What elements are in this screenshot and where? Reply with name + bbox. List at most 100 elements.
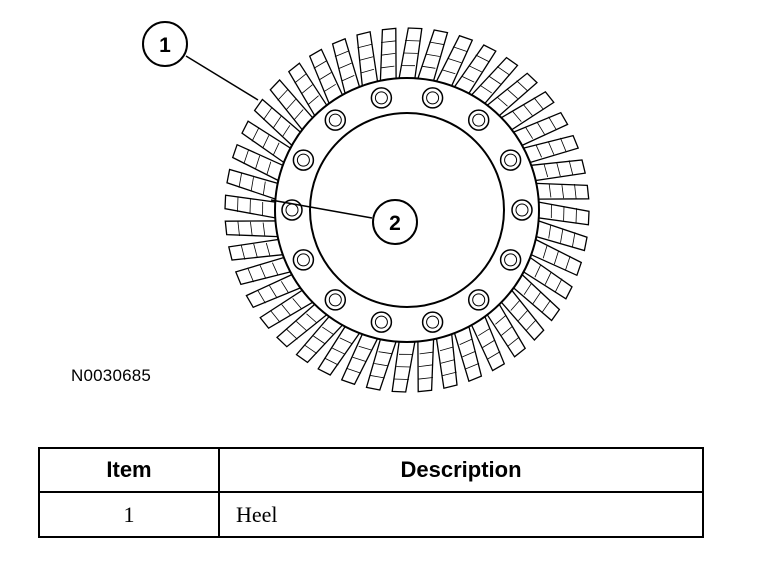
gear-tooth-hatch (541, 299, 551, 314)
legend-header-row: Item Description (38, 447, 704, 493)
gear-tooth-hatch (282, 125, 291, 137)
gear-tooth-hatch (442, 69, 456, 75)
gear-tooth-hatch (237, 220, 240, 237)
gear-tooth-hatch (262, 181, 266, 195)
bolt-hole-inner (472, 113, 486, 127)
gear-tooth-hatch (501, 325, 513, 336)
bolt-hole (421, 87, 444, 109)
gear-tooth-hatch (285, 328, 298, 340)
gear-tooth-hatch (296, 321, 308, 332)
gear-tooth-hatch (478, 328, 490, 337)
gear-tooth-hatch (243, 149, 250, 165)
gear-tooth-hatch (272, 262, 279, 275)
row-description: Heel (218, 491, 704, 538)
gear-tooth-hatch (240, 244, 246, 260)
gear-tooth-hatch (561, 183, 564, 199)
gear-tooth-hatch (369, 374, 385, 379)
bolt-hole (421, 311, 444, 333)
gear-tooth-hatch (255, 155, 261, 170)
gear-tooth (530, 159, 587, 182)
bolt-hole-inner (515, 203, 529, 217)
gear-tooth-hatch (534, 265, 541, 278)
gear-tooth-hatch (452, 46, 468, 53)
gear-tooth-hatch (334, 50, 350, 57)
callout-1: 1 (142, 21, 188, 67)
gear-tooth-hatch (564, 255, 571, 271)
bolt-hole-inner (374, 91, 388, 105)
gear-tooth-hatch (285, 99, 296, 111)
gear-teeth (224, 27, 590, 393)
gear-tooth-hatch (419, 351, 433, 355)
bolt-hole-inner (296, 153, 310, 167)
gear-tooth-hatch (522, 104, 533, 116)
header-item: Item (38, 447, 220, 493)
gear-tooth-hatch (294, 73, 307, 84)
gear-tooth-hatch (507, 336, 520, 347)
gear-tooth-hatch (361, 68, 375, 74)
gear-tooth-hatch (548, 184, 552, 198)
gear-tooth-hatch (417, 377, 434, 380)
gear-tooth-hatch (306, 313, 317, 323)
gear-tooth-hatch (512, 111, 522, 122)
gear-tooth-hatch (571, 232, 576, 248)
gear-tooth-hatch (263, 106, 273, 121)
gear-tooth-hatch (480, 85, 492, 94)
gear-tooth-hatch (265, 242, 271, 256)
gear-tooth-hatch (525, 319, 537, 332)
bolt-hole (467, 109, 490, 131)
gear-tooth-hatch (560, 137, 567, 153)
gear-tooth-hatch (544, 271, 552, 285)
bolt-hole (499, 149, 522, 171)
gear-tooth-hatch (303, 344, 318, 354)
callout-1-leader (185, 55, 259, 101)
gear-tooth-hatch (262, 222, 266, 236)
gear-tooth-hatch (536, 121, 545, 135)
gear-tooth-hatch (462, 76, 475, 83)
gear-tooth (435, 333, 458, 390)
gear-tooth-hatch (250, 177, 254, 192)
gear-tooth-hatch (272, 116, 282, 129)
bolt-hole (499, 249, 522, 271)
gear-tooth-hatch (322, 326, 334, 335)
gear-tooth-hatch (543, 164, 549, 178)
gear-tooth-hatch (506, 88, 518, 99)
gear-tooth-hatch (277, 88, 289, 101)
gear-tooth-hatch (547, 141, 555, 155)
gear-tooth-hatch (259, 265, 267, 279)
bolt-holes (281, 87, 533, 333)
gear-tooth-hatch (270, 310, 281, 323)
gear-tooth-hatch (525, 127, 534, 139)
gear-tooth-hatch (251, 127, 260, 142)
bolt-hole (370, 311, 393, 333)
bolt-hole (292, 249, 315, 271)
callout-2-number: 2 (389, 212, 401, 235)
bolt-hole-inner (426, 315, 440, 329)
gear-tooth-hatch (495, 315, 506, 325)
gear-tooth-hatch (510, 300, 520, 311)
legend-table: Item Description 1 Heel (38, 447, 704, 538)
gear-tooth-hatch (574, 183, 577, 200)
gear-tooth-hatch (374, 363, 389, 367)
gear-tooth-hatch (518, 309, 529, 321)
gear-tooth-hatch (459, 338, 472, 345)
gear-tooth-hatch (339, 337, 352, 344)
gear-tooth-hatch (532, 291, 542, 304)
gear-tooth-hatch (292, 298, 302, 309)
callout-2-leader (270, 199, 373, 219)
gear-tooth-hatch (262, 135, 270, 149)
gear-tooth-hatch (318, 72, 332, 81)
gear-tooth-hatch (523, 283, 532, 295)
gear-tooth-hatch (313, 335, 326, 345)
gear-tooth-hatch (294, 109, 304, 120)
gear-tooth-hatch (346, 367, 362, 374)
gear-tooth-hatch (257, 289, 266, 304)
bolt-hole-inner (374, 315, 388, 329)
gear-tooth-hatch (352, 356, 367, 362)
gear-tooth-hatch (464, 363, 480, 370)
gear-tooth-hatch (405, 40, 421, 42)
bolt-hole-inner (472, 293, 486, 307)
gear-tooth-hatch (575, 208, 577, 224)
gear-tooth-hatch (280, 281, 289, 293)
gear-tooth-hatch (554, 278, 563, 293)
bolt-hole (511, 199, 533, 221)
